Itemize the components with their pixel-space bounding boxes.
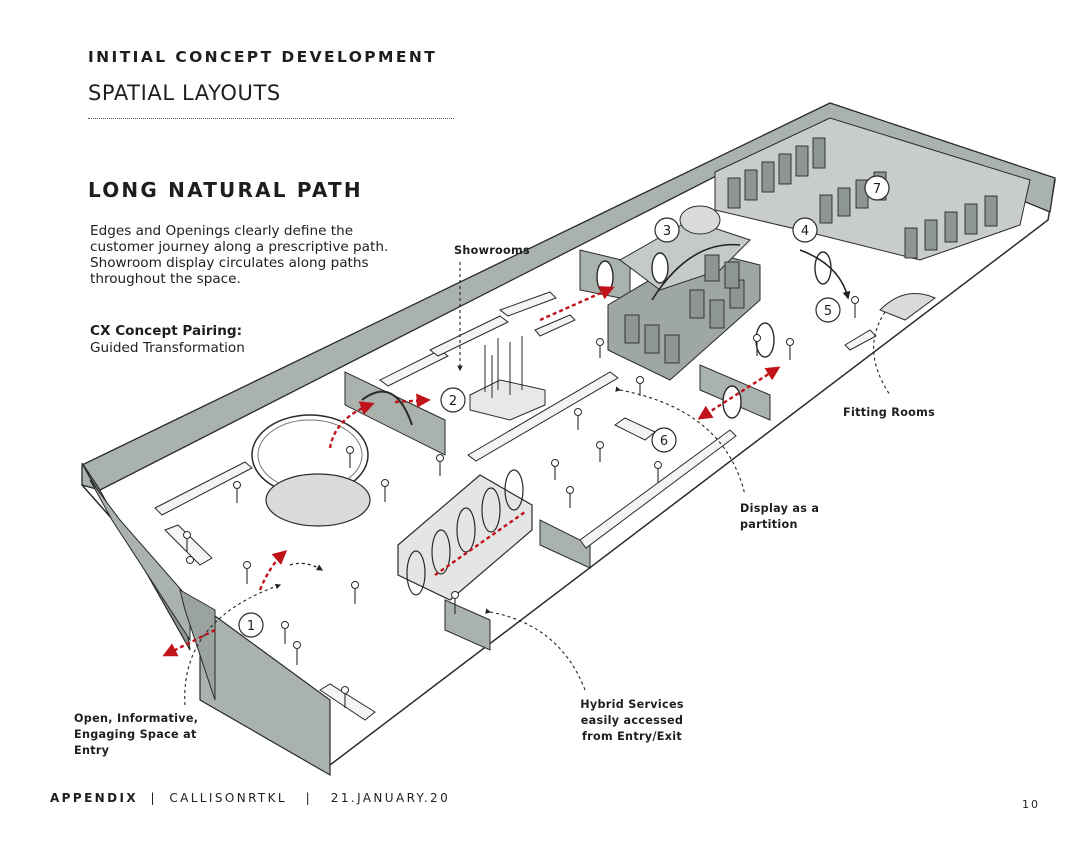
section-title: LONG NATURAL PATH [88,178,363,202]
marker-label: 1 [247,619,255,634]
marker-4 [792,217,818,243]
annotation-showrooms: Showrooms [454,244,530,257]
marker-7 [864,175,890,201]
path-arrow [328,401,375,449]
marker-label: 3 [663,224,671,239]
marker-2 [440,387,466,413]
page-number: 10 [1022,798,1040,811]
header-label: INITIAL CONCEPT DEVELOPMENT [88,48,438,66]
path-arrow [258,550,288,591]
showroom-platform [469,379,546,421]
leader-entry [184,583,282,706]
hybrid-pods [397,474,533,601]
leader-display [615,386,746,496]
section-description: Edges and Openings clearly define the cu… [90,223,389,287]
counter [154,461,253,516]
marker-label: 4 [801,224,809,239]
arch-opening [361,390,413,426]
counter [319,683,376,721]
counter [379,349,449,387]
counter [467,371,619,462]
quarter-platform [879,293,936,321]
marker-6 [651,427,677,453]
marker-3 [654,217,680,243]
path-arrow [539,286,615,322]
footer-separator: | [305,791,313,805]
round-display [679,205,721,235]
marker-5 [815,297,841,323]
counter [534,314,576,337]
footer-separator: | [150,791,157,805]
partition-wall [539,519,591,569]
page-title: SPATIAL LAYOUTS [88,81,281,105]
path-arrow [697,366,781,420]
marker-label: 6 [660,434,668,449]
header-divider [88,118,454,119]
annotation-entry-space: Open, Informative, Engaging Space at Ent… [74,712,199,757]
footer-company: CALLISONRTKL [169,791,288,805]
footer-date: 21.JANUARY.20 [330,791,451,805]
counter [844,329,877,351]
portal [814,251,832,285]
portal [651,252,669,284]
round-platform [265,473,371,527]
path-curve [799,249,851,300]
counter [579,429,737,549]
marker-label: 2 [449,394,457,409]
path-curve [651,243,741,301]
path-arrow [162,628,216,657]
marker-1 [238,612,264,638]
entry-wall [199,603,331,777]
counter [164,524,213,566]
path-arrow [434,511,526,576]
counter [498,291,557,317]
annotation-hybrid-services: Hybrid Services easily accessed from Ent… [580,698,684,743]
path-arrow [394,393,431,408]
footer: APPENDIX | CALLISONRTKL | 21.JANUARY.20 [50,791,450,805]
concept-pairing-label: CX Concept Pairing: [90,323,243,339]
partition-wall [344,371,446,456]
annotation-fitting-rooms: Fitting Rooms [843,406,936,419]
leader-fitting [873,311,891,396]
concept-pairing-value: Guided Transformation [90,340,245,356]
marker-label: 7 [873,182,881,197]
path-curve [289,562,324,571]
annotation-display-partition: Display as a partition [740,502,820,531]
back-wall [81,102,1056,491]
counter [429,315,509,357]
footer-appendix: APPENDIX [50,791,138,805]
partition-wall [444,599,491,651]
marker-label: 5 [824,304,832,319]
